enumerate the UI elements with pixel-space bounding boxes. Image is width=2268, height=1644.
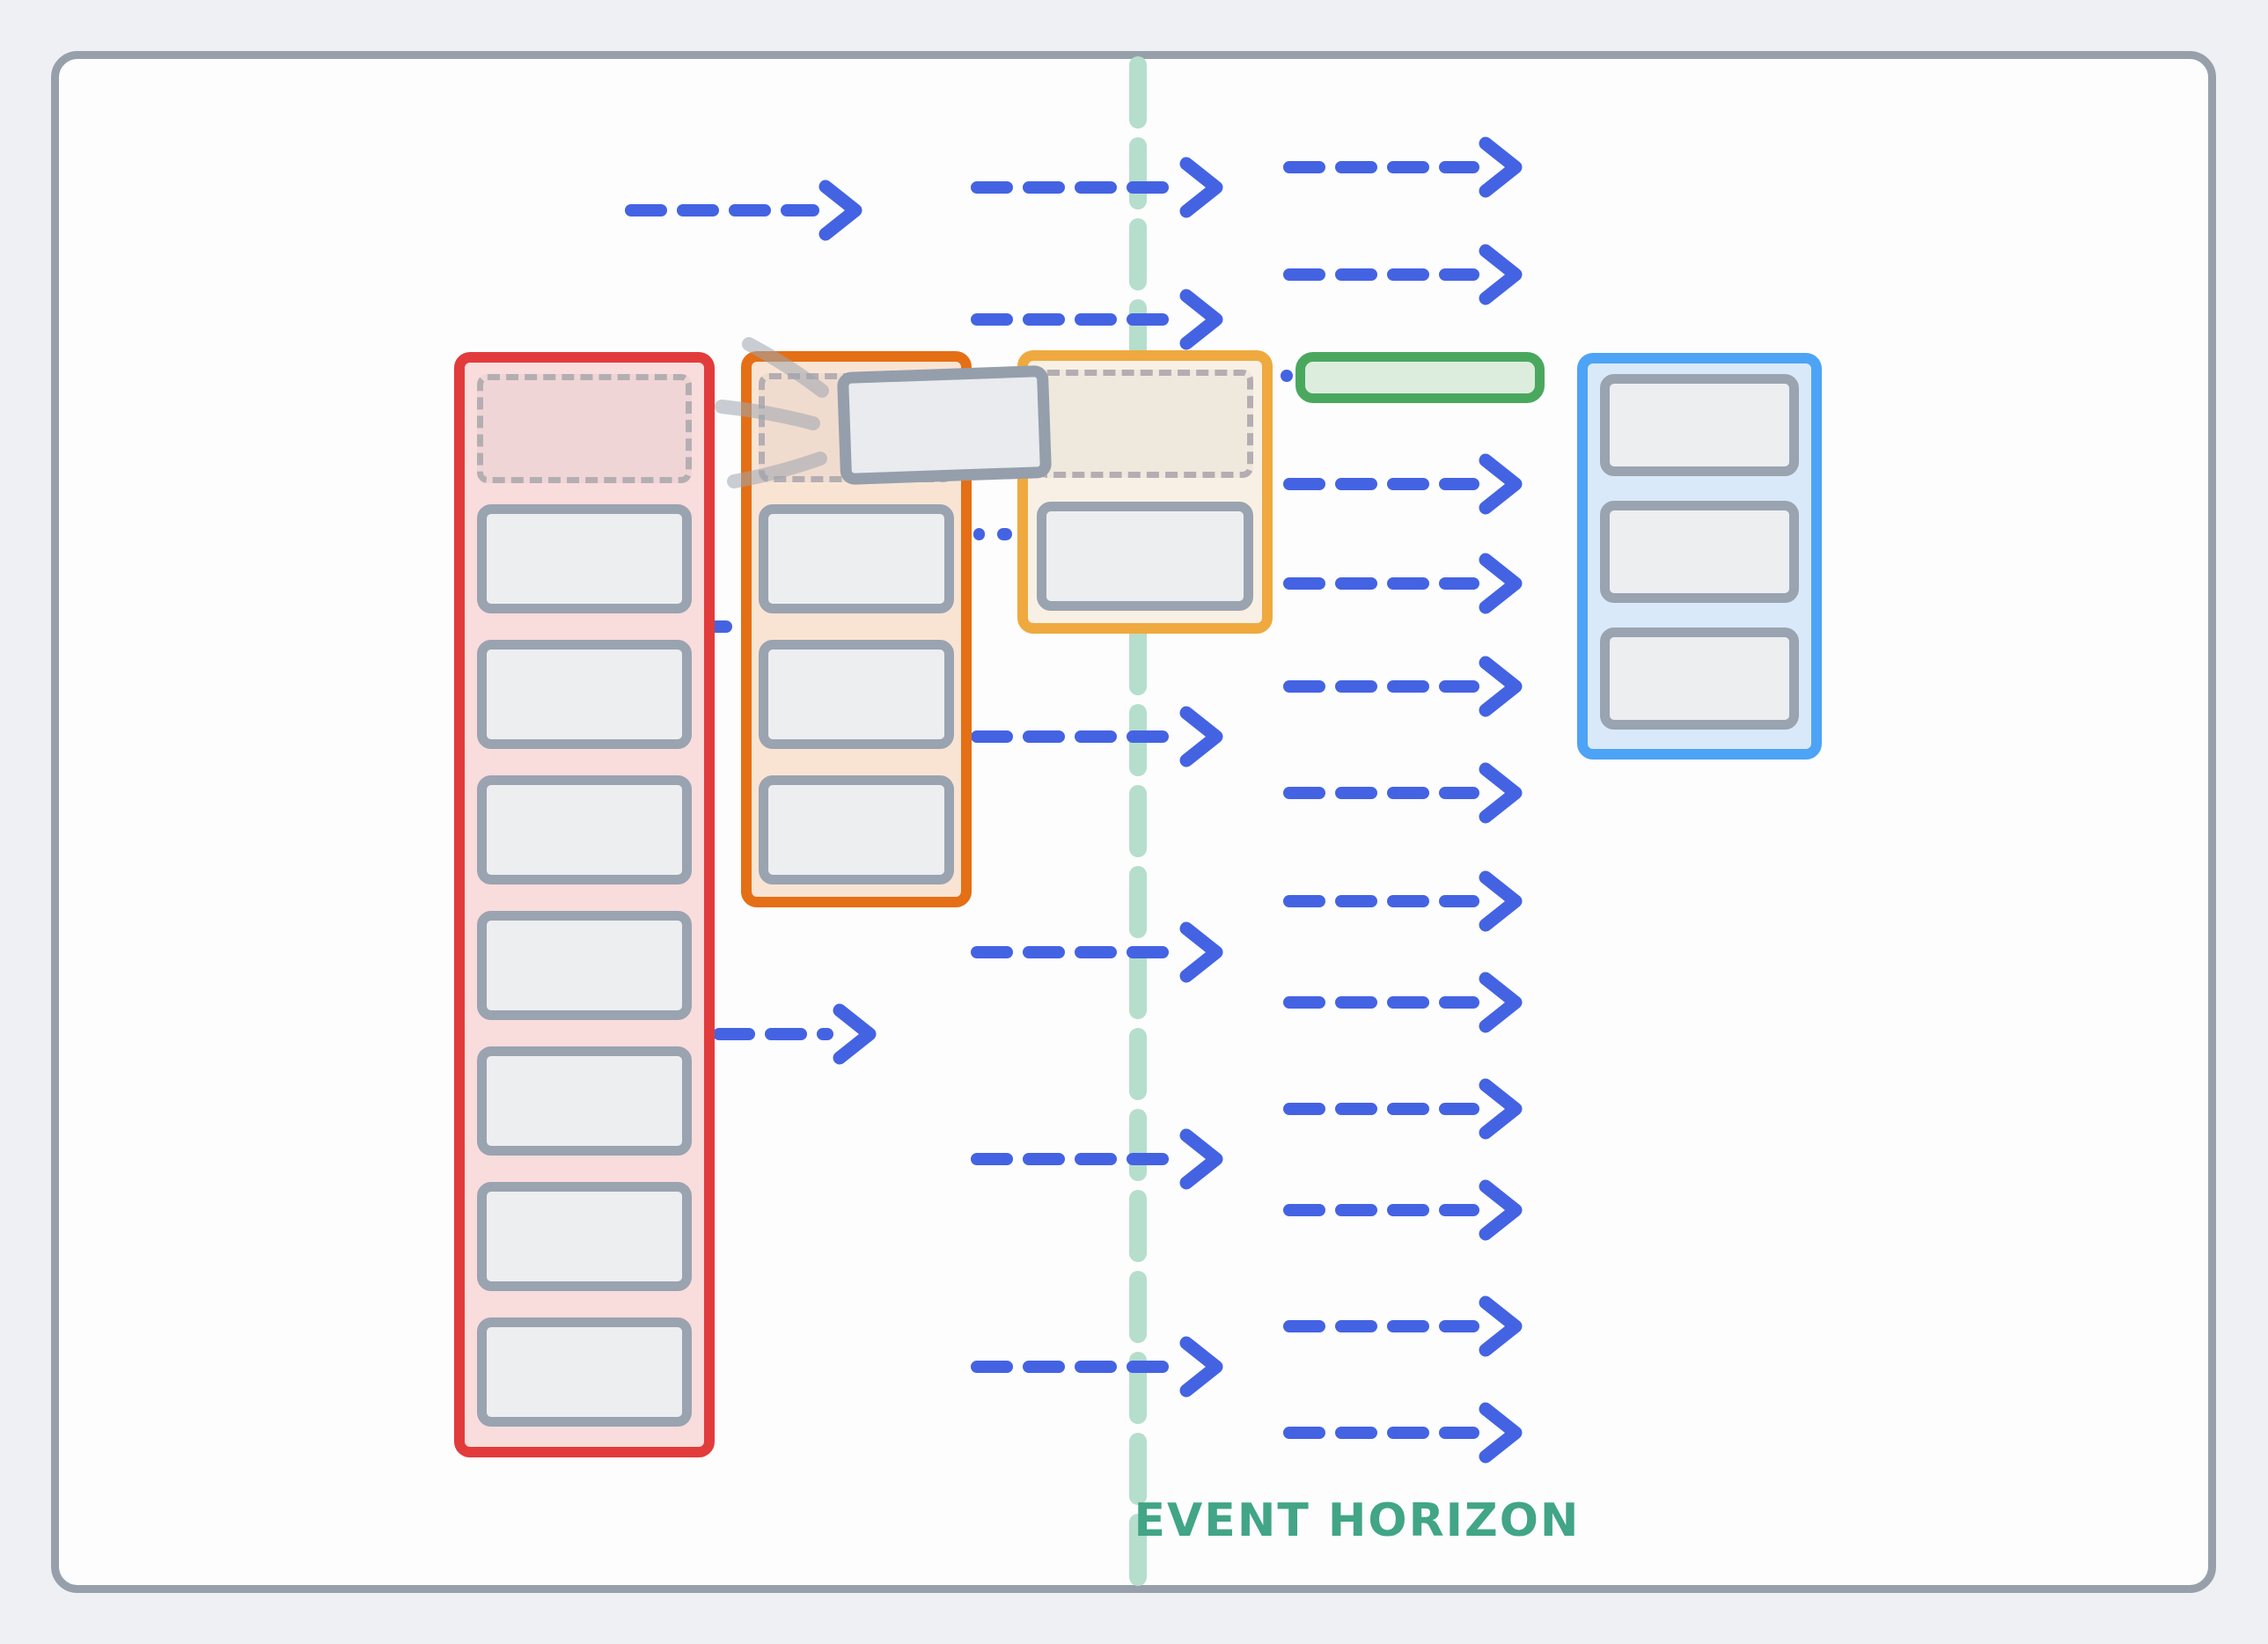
event-horizon-label: EVENT HORIZON	[1134, 1494, 1581, 1547]
diagram-panel	[51, 51, 2216, 1593]
